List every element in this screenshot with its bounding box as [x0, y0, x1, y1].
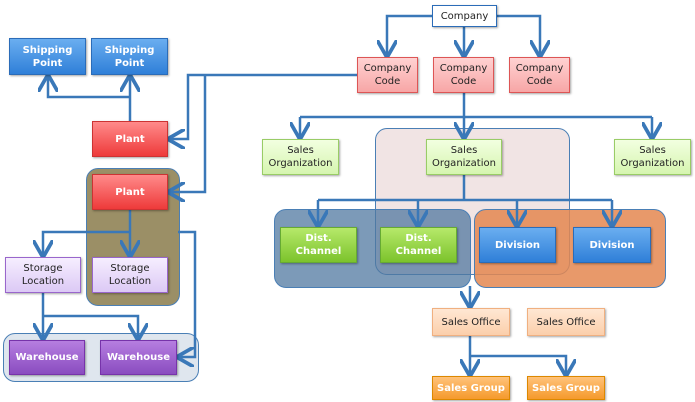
warehouse-node: Warehouse	[9, 340, 85, 375]
storage-location-node: Storage Location	[5, 257, 81, 293]
division-node: Division	[479, 227, 556, 263]
company-code-node: Company Code	[509, 57, 570, 93]
distribution-channel-node: Dist. Channel	[380, 227, 457, 263]
sales-organization-node: Sales Organization	[426, 139, 502, 175]
plant-node: Plant	[92, 174, 168, 210]
division-node: Division	[573, 227, 651, 263]
storage-location-node: Storage Location	[92, 257, 168, 293]
shipping-point-node: Shipping Point	[9, 38, 86, 75]
company-node: Company	[432, 5, 497, 27]
distribution-channel-node: Dist. Channel	[280, 227, 357, 263]
warehouse-node: Warehouse	[100, 340, 177, 375]
company-code-node: Company Code	[433, 57, 494, 93]
shipping-point-node: Shipping Point	[91, 38, 168, 75]
sales-office-node: Sales Office	[432, 308, 510, 336]
plant-node: Plant	[92, 121, 168, 157]
sales-organization-node: Sales Organization	[262, 139, 339, 175]
company-code-node: Company Code	[357, 57, 418, 93]
sales-group-node: Sales Group	[432, 376, 510, 400]
sales-office-node: Sales Office	[527, 308, 605, 336]
sales-organization-node: Sales Organization	[614, 139, 691, 175]
sales-group-node: Sales Group	[527, 376, 605, 400]
